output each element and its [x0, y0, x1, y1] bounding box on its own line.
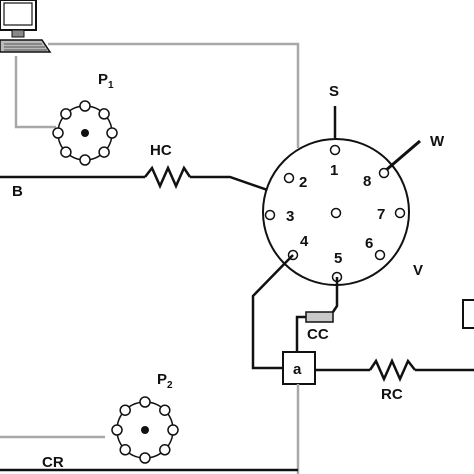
column-lines [251, 254, 339, 370]
port-center-hole [330, 207, 342, 219]
pump-roller [167, 424, 179, 436]
cc-label: CC [307, 326, 329, 343]
port-3-hole [264, 209, 276, 221]
pump-p2: P2 [111, 371, 179, 464]
pump-roller [111, 424, 123, 436]
control-cables [14, 42, 300, 148]
port-7-label: 7 [377, 206, 385, 223]
pump-roller [52, 127, 64, 139]
pump-roller [98, 146, 110, 158]
rc-line [315, 357, 474, 383]
pump-roller [79, 154, 91, 166]
w-stem [384, 139, 421, 173]
rc-label: RC [381, 386, 403, 403]
port-1-hole [329, 144, 341, 156]
pump-roller [106, 127, 118, 139]
hc-coil [144, 164, 192, 190]
w-label: W [430, 133, 445, 150]
s-label: S [329, 83, 339, 100]
v-label: V [413, 262, 423, 279]
port-4-label: 4 [300, 233, 309, 250]
cable-computer-to-pump1 [14, 56, 56, 129]
pump-hub [81, 129, 89, 137]
pump-roller [98, 108, 110, 120]
port-3-label: 3 [286, 208, 294, 225]
cable-computer-to-valve [48, 42, 300, 148]
valve-ports [264, 144, 406, 283]
port-2-label: 2 [299, 174, 307, 191]
pump-hub [141, 426, 149, 434]
pump-roller [139, 452, 151, 464]
pump-roller [60, 146, 72, 158]
a-label: a [293, 361, 302, 378]
valve-v: 1 2 3 4 5 6 7 8 [262, 106, 421, 286]
pump-p1: P1 [52, 71, 118, 166]
pump2-icon [111, 396, 179, 464]
pump-roller [119, 404, 131, 416]
port-8-hole [378, 167, 390, 179]
detector-box [462, 299, 474, 329]
computer-icon [0, 0, 52, 53]
port-2-hole [283, 172, 295, 184]
pump1-icon [52, 100, 118, 166]
cr-label: CR [42, 454, 64, 471]
pump-roller [79, 100, 91, 112]
port-6-label: 6 [365, 235, 373, 252]
pump-roller [139, 396, 151, 408]
port-1-label: 1 [330, 162, 338, 179]
port-8-label: 8 [363, 173, 371, 190]
pump-roller [159, 444, 171, 456]
port-7-hole [394, 207, 406, 219]
hc-label: HC [150, 142, 172, 159]
rc-coil [368, 357, 416, 383]
port-6-hole [374, 249, 386, 261]
p2-label: P2 [157, 371, 173, 391]
pump-roller [119, 444, 131, 456]
pump-roller [159, 404, 171, 416]
b-label: B [12, 183, 23, 200]
p1-label: P1 [98, 71, 114, 91]
port-5-label: 5 [334, 250, 342, 267]
pump-roller [60, 108, 72, 120]
cc-cartridge [305, 311, 334, 323]
